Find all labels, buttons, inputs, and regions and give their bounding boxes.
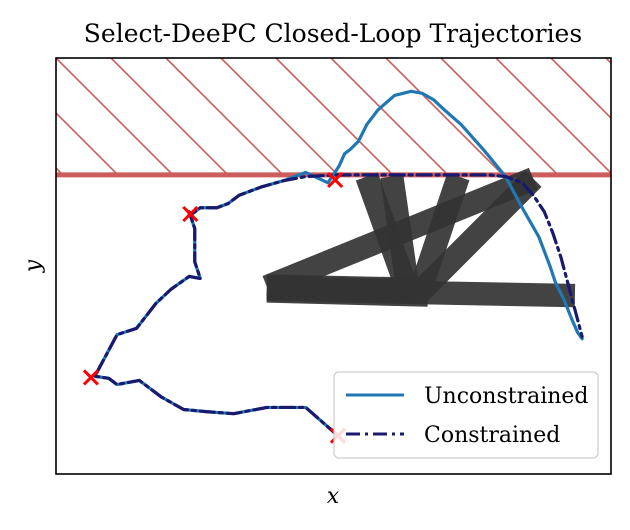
legend-label-unconstrained: Unconstrained: [424, 384, 589, 409]
y-axis-label: y: [21, 259, 46, 273]
x-axis-label: x: [327, 484, 340, 509]
legend-label-constrained: Constrained: [424, 423, 560, 448]
hatch-line: [220, 58, 340, 175]
hatch-line: [550, 58, 611, 120]
obstacle-bar: [419, 280, 576, 308]
trajectory-series: [93, 89, 584, 438]
hatch-line: [385, 58, 505, 175]
constraint-hatch-region: [56, 58, 611, 175]
hatch-line: [495, 58, 611, 175]
chart-title: Select-DeePC Closed-Loop Trajectories: [84, 19, 582, 48]
waypoint-marker: [327, 171, 344, 188]
hatch-line: [275, 58, 395, 175]
plot-frame: [55, 57, 612, 475]
waypoint-marker: [182, 205, 199, 223]
legend: Unconstrained Constrained: [333, 371, 599, 459]
series-line-constrained: [93, 173, 584, 438]
obstacle-bar: [262, 167, 538, 298]
obstacle-bars: [262, 167, 576, 308]
hatch-line: [56, 58, 175, 175]
hatch-line: [330, 58, 450, 175]
hatch-line: [165, 58, 285, 175]
plot-area: [56, 58, 611, 444]
waypoint-marker: [82, 369, 100, 386]
hatch-line: [110, 58, 230, 175]
hatch-line: [56, 111, 120, 175]
hatch-line: [440, 58, 560, 175]
